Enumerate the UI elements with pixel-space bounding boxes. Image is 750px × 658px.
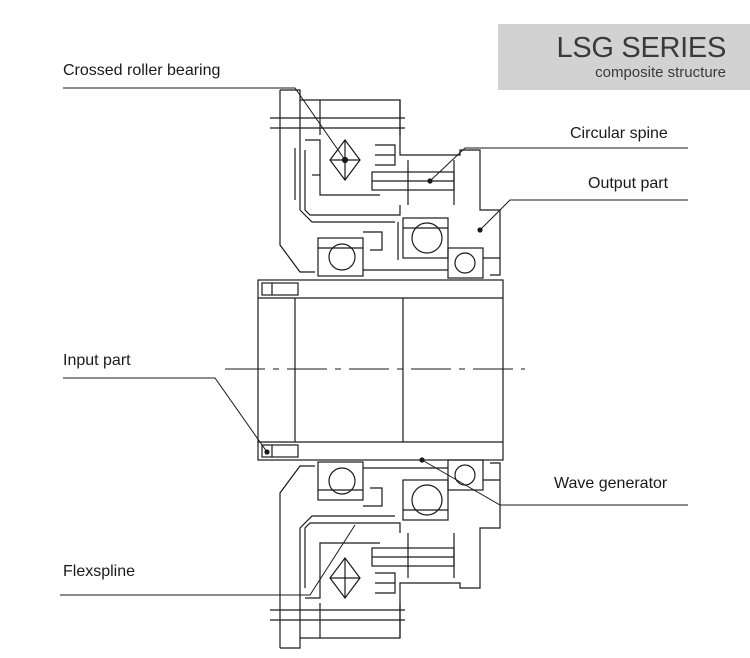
leader-output-part — [479, 199, 688, 231]
output-bearing-upper — [447, 227, 500, 279]
label-input-part: Input part — [63, 352, 131, 369]
crossed-roller-upper — [305, 139, 396, 196]
series-title: LSG SERIES — [556, 32, 727, 64]
leader-wave-generator — [421, 459, 688, 506]
upper-half — [270, 89, 501, 279]
input-bearing-upper — [317, 231, 383, 277]
label-circular-spine: Circular spine — [570, 125, 668, 142]
leader-circular-spine — [429, 147, 688, 182]
leader-flexspline — [60, 524, 356, 596]
leader-input-part — [63, 377, 268, 453]
series-subtitle: composite structure — [595, 64, 726, 81]
label-wave-generator: Wave generator — [554, 475, 668, 492]
leader-crossed-roller-bearing — [63, 87, 346, 161]
label-crossed-roller-bearing: Crossed roller bearing — [63, 62, 221, 79]
label-output-part: Output part — [588, 175, 669, 192]
lower-half — [270, 457, 501, 649]
wave-generator-bearing-upper — [397, 217, 449, 260]
circular-spline-bolt-upper — [371, 160, 455, 205]
input-shaft — [257, 279, 504, 461]
label-flexspline: Flexspline — [63, 563, 136, 580]
series-title-box: LSG SERIES composite structure — [498, 24, 750, 90]
leader-lines — [60, 87, 688, 596]
